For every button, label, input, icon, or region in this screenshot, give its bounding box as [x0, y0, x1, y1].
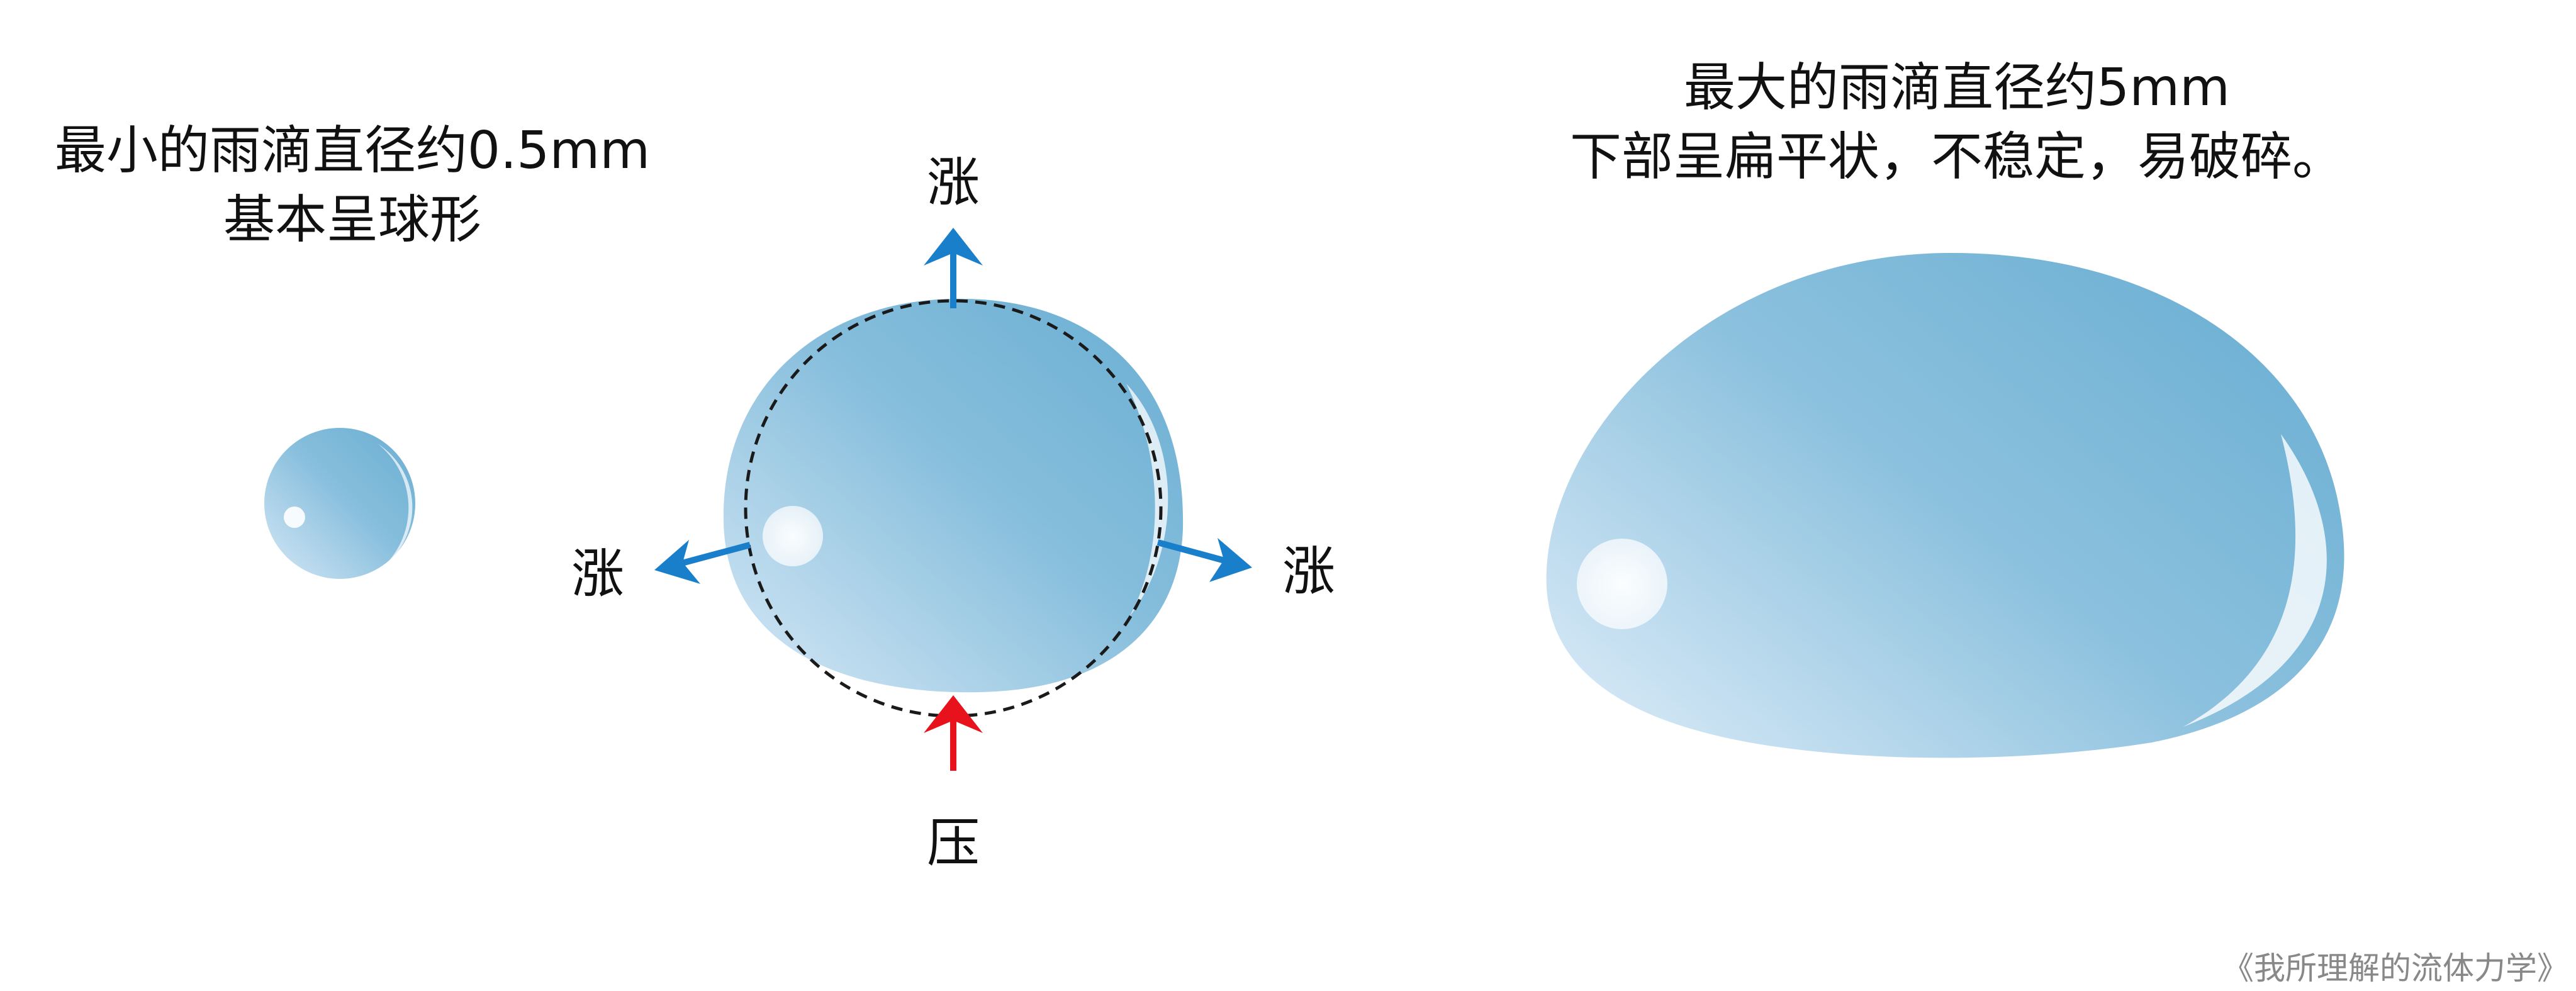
press-arrow-bottom [924, 695, 983, 771]
expand-label-top: 涨 [926, 152, 980, 213]
expand-arrow-left [654, 540, 751, 584]
medium-drop-highlight [763, 506, 823, 566]
expand-arrow-top [924, 228, 983, 308]
source-credit: 《我所理解的流体力学》 [2222, 950, 2568, 987]
medium-drop-rim-highlight [1126, 384, 1168, 617]
small-drop-caption-line2: 基本呈球形 [223, 190, 481, 250]
press-label-bottom: 压 [926, 812, 980, 874]
large-drop-caption-line2: 下部呈扁平状，不稳定，易破碎。 [1569, 127, 2344, 187]
expand-arrow-right [1156, 538, 1252, 582]
small-drop-caption: 最小的雨滴直径约0.5mm 基本呈球形 [38, 116, 667, 255]
small-drop-highlight [284, 507, 305, 528]
expand-label-left: 涨 [571, 543, 624, 605]
large-raindrop [1546, 252, 2344, 758]
large-drop-rim-highlight [2183, 434, 2327, 727]
expand-label-right: 涨 [1282, 540, 1335, 602]
small-drop-caption-line1: 最小的雨滴直径约0.5mm [54, 121, 651, 181]
medium-raindrop [723, 298, 1184, 718]
large-drop-caption: 最大的雨滴直径约5mm 下部呈扁平状，不稳定，易破碎。 [1491, 53, 2422, 192]
large-drop-caption-line1: 最大的雨滴直径约5mm [1684, 58, 2230, 118]
large-drop-highlight [1577, 539, 1667, 629]
small-raindrop [264, 428, 415, 579]
